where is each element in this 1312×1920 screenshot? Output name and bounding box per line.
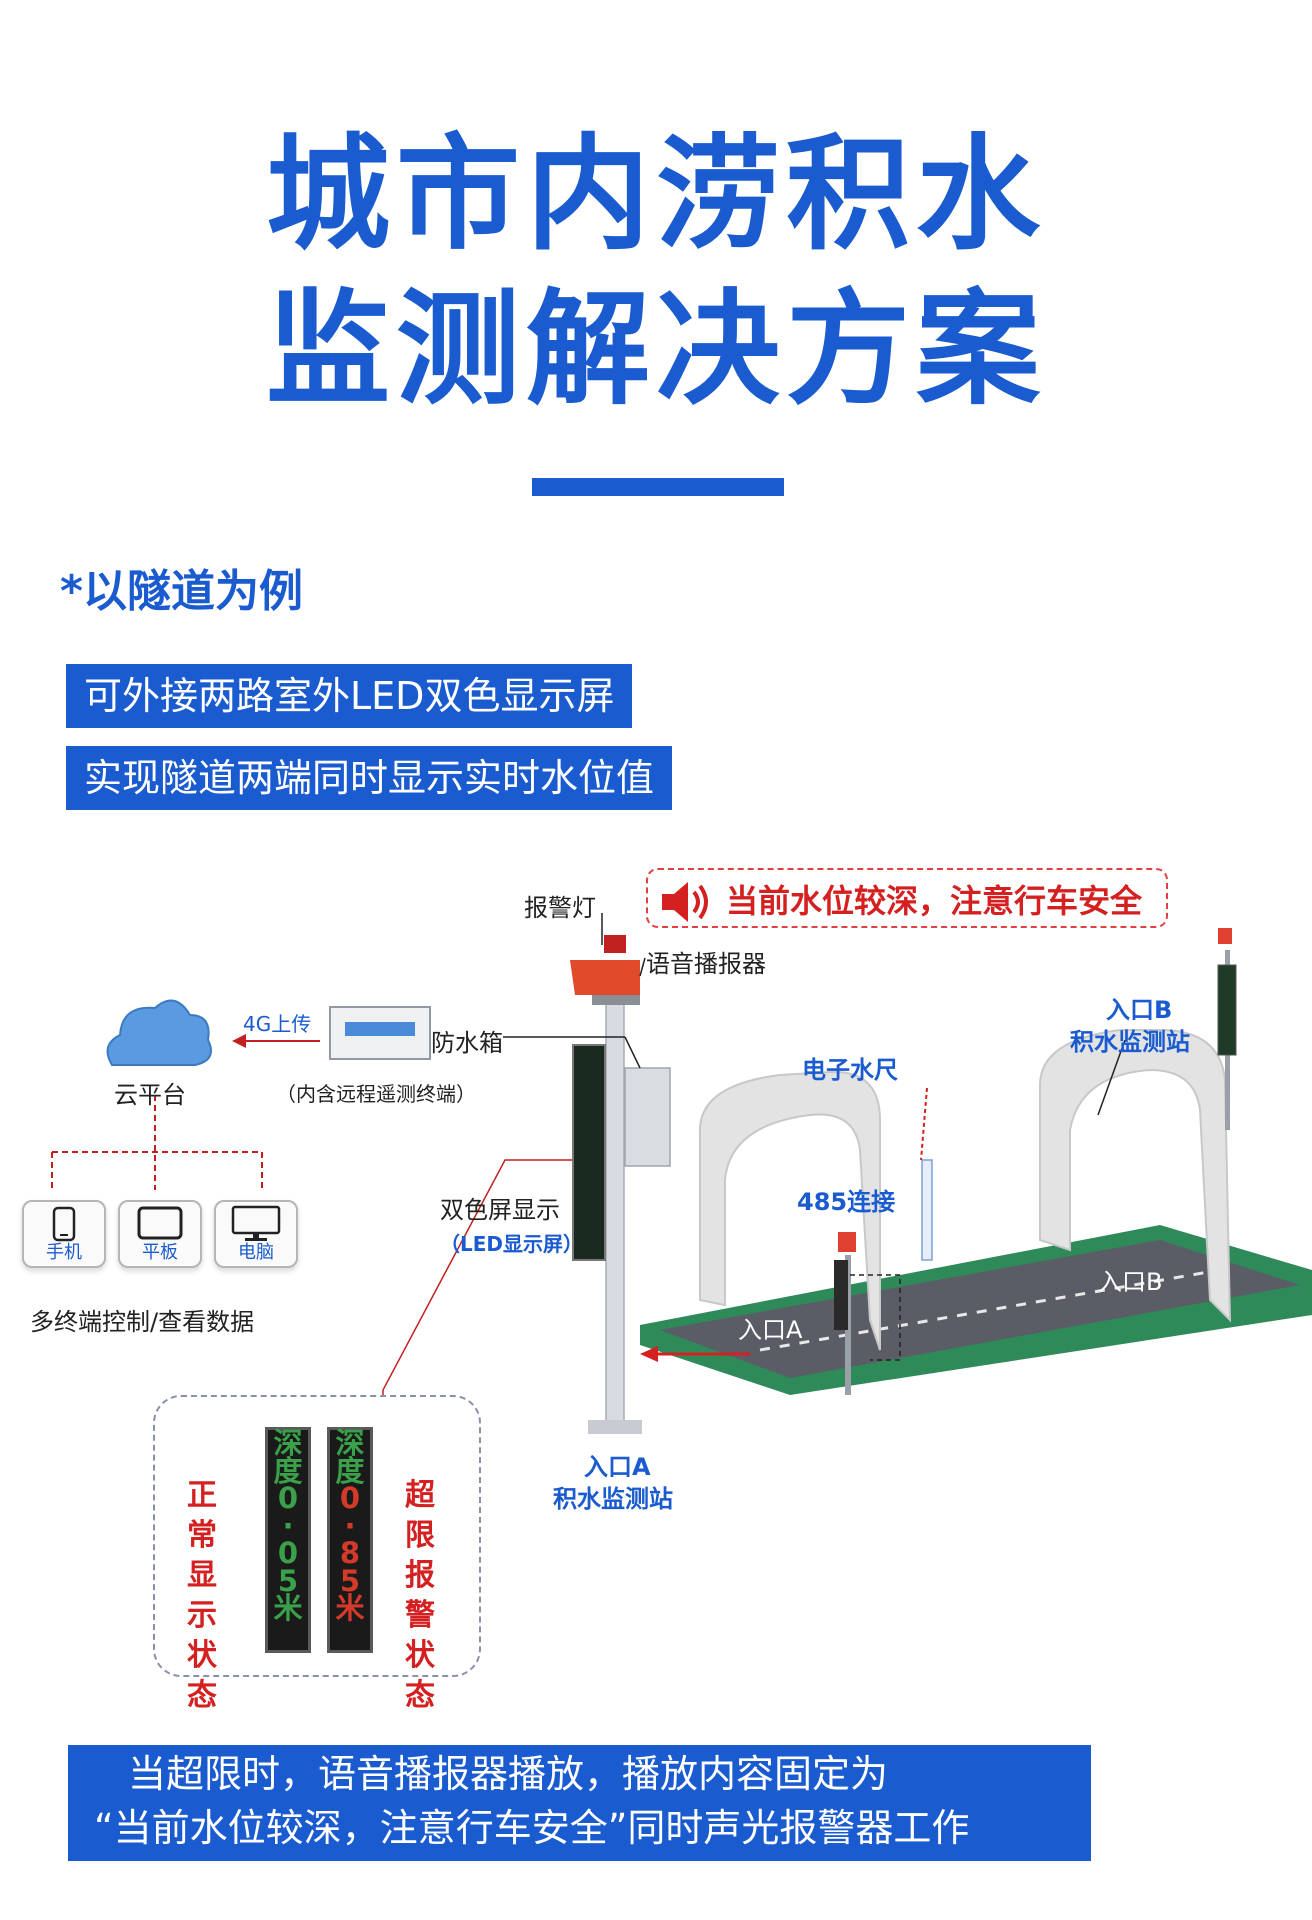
page-title-line1: 城市内涝积水 (265, 123, 1046, 267)
led-screen-label: （LED显示屏） (440, 1232, 584, 1256)
phone-icon (52, 1206, 76, 1242)
device-label-monitor: 电脑 (238, 1242, 274, 1263)
device-label-phone: 手机 (46, 1242, 82, 1263)
upload-4g-label: 4G上传 (243, 1012, 312, 1036)
title-underline (532, 478, 784, 496)
monitor-icon (231, 1205, 281, 1241)
tunnel-arch-a (699, 1070, 881, 1351)
bottom-line-2: “当前水位较深，注意行车安全”同时声光报警器工作 (94, 1806, 970, 1850)
led-normal-display: 深 度 0 · 0 5 米 (265, 1427, 311, 1653)
voice-broadcaster-label: 语音播报器 (646, 950, 766, 978)
waterproof-box (624, 1067, 671, 1167)
entrance-b-station-line2: 积水监测站 (1070, 1028, 1190, 1056)
tablet-icon (137, 1206, 183, 1240)
electronic-ruler-label: 电子水尺 (802, 1056, 898, 1084)
cloud-platform-label: 云平台 (114, 1081, 186, 1109)
speaker-icon (662, 882, 708, 922)
device-phone: 手机 (22, 1200, 106, 1268)
tunnel-diagram (51, 913, 1312, 1434)
device-label-tablet: 平板 (142, 1242, 178, 1263)
feature-band-1: 可外接两路室外LED双色显示屏 (66, 664, 633, 728)
road-label-a: 入口A (738, 1316, 803, 1344)
cloud-icon (106, 999, 212, 1066)
dual-color-display-label: 双色屏显示 (440, 1196, 560, 1224)
entrance-b-station-line1: 入口B (1106, 996, 1173, 1024)
pole-led-screen (572, 1044, 606, 1261)
alarm-message-box (646, 868, 1168, 928)
bottom-line-1: 当超限时，语音播报器播放，播放内容固定为 (128, 1752, 889, 1796)
device-tablet: 平板 (118, 1200, 202, 1268)
road-surface (660, 1240, 1300, 1378)
device-monitor: 电脑 (214, 1200, 298, 1268)
tunnel-arch-b (1039, 1029, 1232, 1323)
alarm-state-label: 超限 报警 状态 (405, 1478, 435, 1713)
display-state-box (153, 1395, 481, 1677)
bottom-description: 当超限时，语音播报器播放，播放内容固定为 “当前水位较深，注意行车安全”同时声光… (68, 1745, 1091, 1861)
waterproof-box-label: 防水箱 (431, 1029, 503, 1057)
page-title-line2: 监测解决方案 (265, 278, 1046, 422)
entrance-a-station-line1: 入口A (584, 1453, 651, 1481)
normal-state-label: 正常 显示 状态 (187, 1478, 217, 1713)
multi-terminal-label: 多终端控制/查看数据 (30, 1308, 255, 1336)
feature-band-2: 实现隧道两端同时显示实时水位值 (66, 746, 673, 810)
rs485-label: 485连接 (797, 1188, 896, 1216)
road-label-b: 入口B (1098, 1268, 1163, 1296)
led-alarm-display: 深 度 0 · 8 5 米 (327, 1427, 373, 1653)
station-pole-a (605, 989, 625, 1431)
water-ruler (921, 1159, 933, 1261)
alarm-message: 当前水位较深，注意行车安全 (726, 882, 1143, 920)
entrance-a-station-line2: 积水监测站 (553, 1485, 673, 1513)
alarm-light-label: 报警灯 (524, 894, 596, 922)
example-note: *以隧道为例 (60, 566, 304, 617)
rtu-note: （内含远程遥测终端） (276, 1082, 476, 1106)
alarm-light (570, 960, 640, 995)
